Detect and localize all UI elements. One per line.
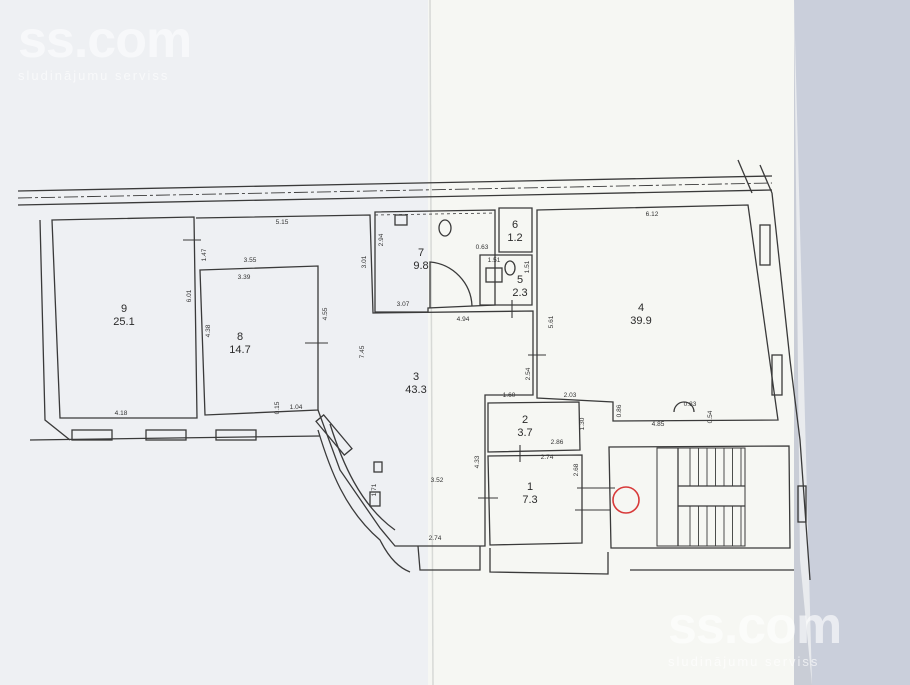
dimension-label: 2.74: [429, 535, 442, 542]
stair-treads: [689, 448, 742, 546]
dimension-label: 1.51: [488, 257, 501, 264]
room-number: 3: [413, 371, 419, 383]
room-area: 43.3: [405, 384, 426, 396]
dimension-label: 6.01: [186, 289, 193, 302]
room-area: 25.1: [113, 316, 134, 328]
dimension-label: 3.07: [397, 301, 410, 308]
watermark-top: ss.com sludinājumu serviss: [18, 14, 248, 83]
paper-fold: [429, 0, 434, 685]
dimension-label: 0.63: [476, 244, 489, 251]
watermark-tagline: sludinājumu serviss: [668, 654, 820, 669]
dimension-label: 4.38: [205, 324, 212, 337]
room-area: 7.3: [522, 494, 537, 506]
dimension-label: 2.74: [541, 454, 554, 461]
dimension-label: 2.54: [525, 367, 532, 380]
dimension-labels: 5.15 3.55 3.39 1.47 6.01 4.38 4.55 3.01 …: [115, 211, 714, 542]
dimension-label: 1.60: [503, 392, 516, 399]
paper-sheet-left: [0, 0, 430, 685]
room-number: 5: [517, 274, 523, 286]
watermark-logo: ss.com: [668, 597, 842, 655]
dimension-label: 1.04: [290, 404, 303, 411]
room-labels: 9 25.1 8 14.7 7 9.8 6 1.2 5 2.3 4 39.9 3…: [113, 219, 651, 506]
room-area: 14.7: [229, 344, 250, 356]
watermark-logo: ss.com: [18, 11, 192, 69]
watermark-bottom: ss.com sludinājumu serviss: [668, 600, 898, 669]
dimension-label: 2.03: [564, 392, 577, 399]
red-circle-mark: [612, 486, 640, 514]
dimension-label: 0.15: [274, 401, 281, 414]
room-area: 3.7: [517, 427, 532, 439]
room-number: 4: [638, 302, 644, 314]
dimension-label: 1.47: [201, 248, 208, 261]
room-number: 8: [237, 331, 243, 343]
dimension-label: 4.55: [322, 307, 329, 320]
room-area: 39.9: [630, 315, 651, 327]
backdrop-shadow: [794, 0, 910, 685]
paper-sheet-middle: [428, 0, 794, 685]
dimension-label: 5.61: [548, 315, 555, 328]
dimension-label: 0.86: [616, 404, 623, 417]
dimension-label: 1.30: [579, 417, 586, 430]
dimension-label: 0.54: [707, 410, 714, 423]
dimension-label: 0.83: [684, 401, 697, 408]
dimension-label: 1.71: [371, 483, 378, 496]
dimension-label: 4.94: [457, 316, 470, 323]
dimension-label: 3.55: [244, 257, 257, 264]
room-number: 1: [527, 481, 533, 493]
walls: [17, 159, 811, 581]
dimension-label: 2.86: [551, 439, 564, 446]
dimension-label: 3.01: [361, 255, 368, 268]
room-number: 2: [522, 414, 528, 426]
room-area: 1.2: [507, 232, 522, 244]
dimension-label: 7.45: [359, 345, 366, 358]
dimension-label: 4.33: [474, 455, 481, 468]
dimension-label: 3.52: [431, 477, 444, 484]
dimension-label: 4.18: [115, 410, 128, 417]
dimension-label: 5.15: [276, 219, 289, 226]
room-area: 9.8: [413, 260, 428, 272]
dimension-label: 4.85: [652, 421, 665, 428]
door-marks: [183, 239, 615, 511]
dimension-label: 2.94: [378, 233, 385, 246]
dimension-label: 2.68: [573, 463, 580, 476]
room-area: 2.3: [512, 287, 527, 299]
room-number: 6: [512, 219, 518, 231]
room-number: 9: [121, 303, 127, 315]
dimension-label: 1.51: [524, 260, 531, 273]
dimension-label: 3.39: [238, 274, 251, 281]
room-number: 7: [418, 247, 424, 259]
watermark-tagline: sludinājumu serviss: [18, 68, 170, 83]
dimension-label: 6.12: [646, 211, 659, 218]
